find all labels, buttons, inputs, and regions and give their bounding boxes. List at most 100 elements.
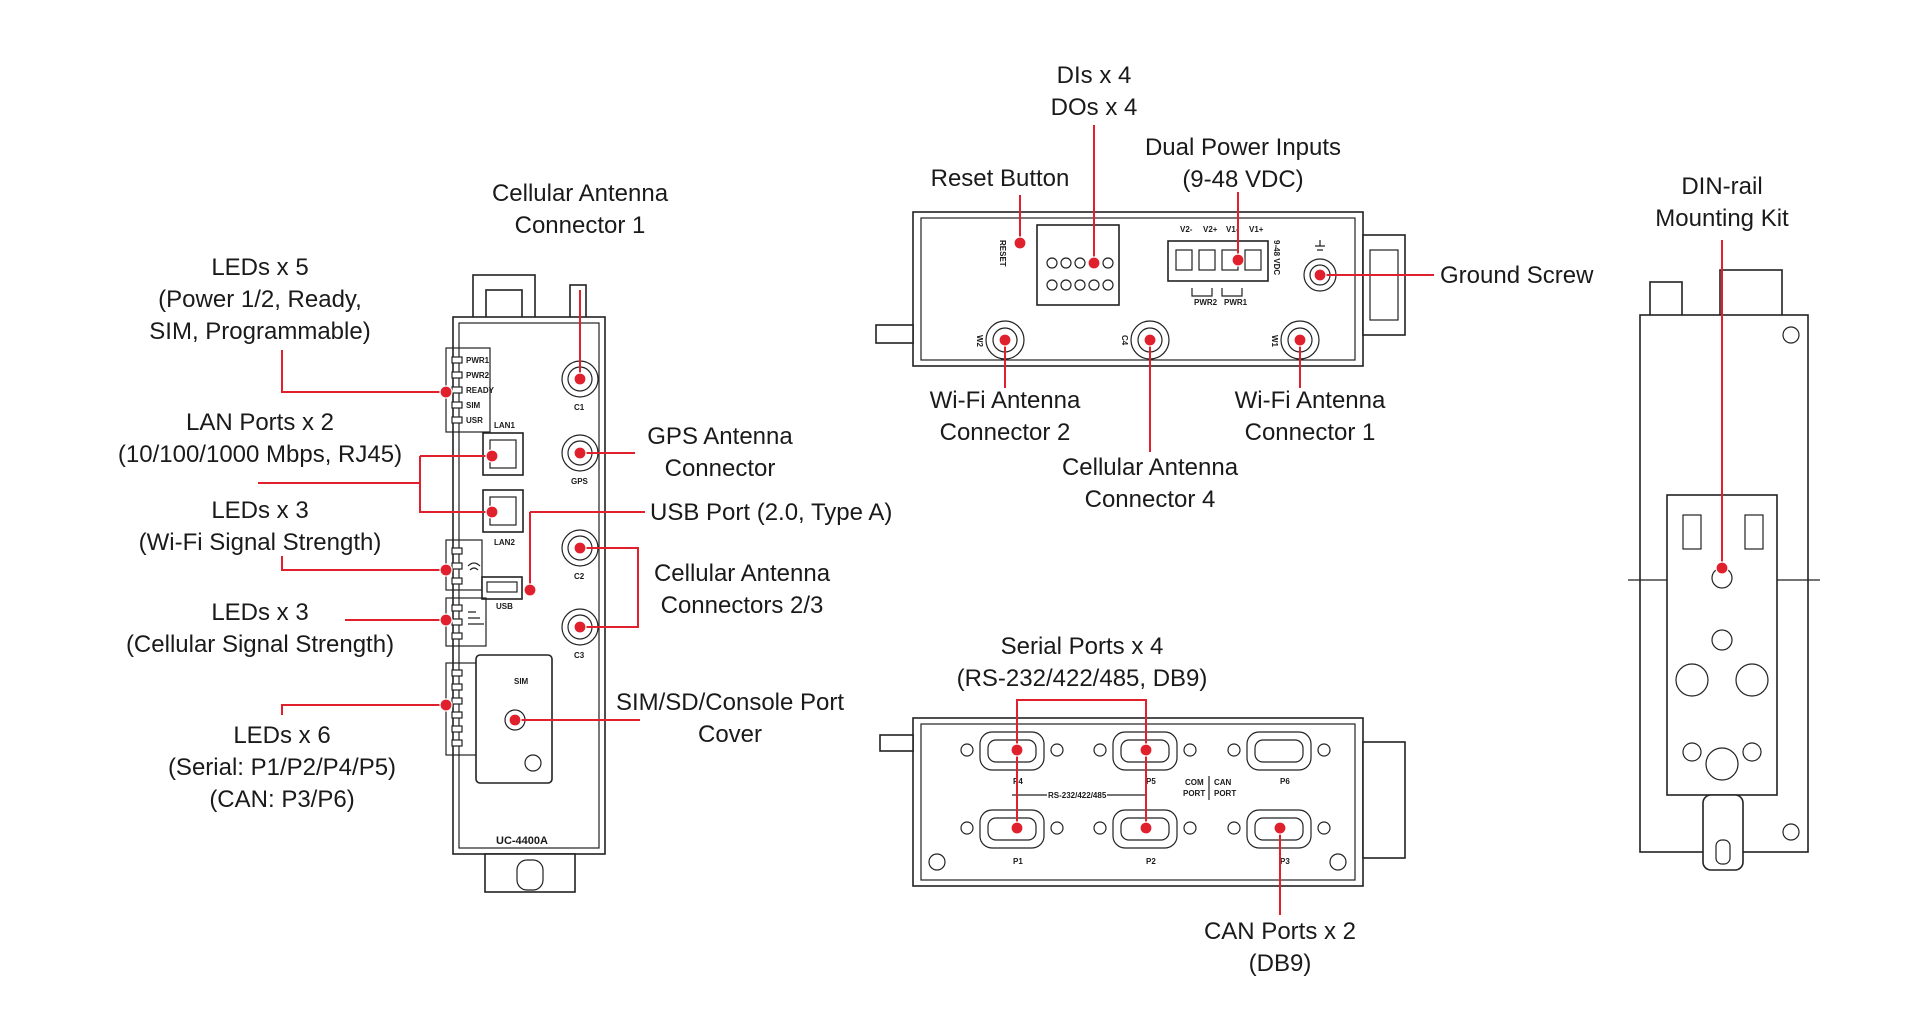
side-screw-top — [1782, 326, 1800, 344]
ground-icon — [1315, 240, 1325, 251]
callout-dual-power-line2: (9-48 VDC) — [1182, 166, 1303, 193]
din-round-right — [1735, 663, 1769, 697]
callout-wifi1-line2: Connector 1 — [1245, 419, 1376, 446]
w1-label: W1 — [1270, 335, 1279, 348]
sim-label: SIM — [514, 677, 529, 686]
callout-can-line1: CAN Ports x 2 — [1204, 918, 1356, 945]
din-latch — [1702, 794, 1744, 871]
callout-leds6-line2: (Serial: P1/P2/P4/P5) — [168, 754, 396, 781]
din-screw-lower — [1711, 629, 1733, 651]
led-serial-3 — [451, 697, 463, 705]
can-port-label: PORT — [1214, 789, 1236, 798]
p5-label: P5 — [1146, 777, 1156, 786]
status-led-list: PWR1 PWR2 READY SIM USR — [451, 356, 495, 425]
leader-leds-wifi — [281, 556, 446, 571]
led-pwr1 — [451, 356, 463, 364]
signal-icon — [468, 611, 484, 625]
vdc-label: 9-48 VDC — [1272, 240, 1281, 275]
callout-leds6-line3: (CAN: P3/P6) — [209, 786, 354, 813]
callout-gps-line2: Connector — [665, 455, 776, 482]
front-view: PWR1 PWR2 READY SIM USR LAN1 LAN2 USB — [445, 274, 606, 893]
callout-dual-power-line1: Dual Power Inputs — [1145, 134, 1341, 161]
callout-leds5-line3: SIM, Programmable) — [149, 318, 370, 345]
reset-label: RESET — [998, 240, 1007, 267]
callout-leds-cell-line2: (Cellular Signal Strength) — [126, 631, 394, 658]
front-top-bracket-inner — [485, 289, 523, 321]
callout-labels: Cellular Antenna Connector 1 LEDs x 5 (P… — [118, 62, 1789, 977]
front-bottom-slot — [516, 859, 544, 891]
led-ready — [451, 386, 463, 394]
top-din-clip-inner — [1369, 249, 1399, 321]
din-slot-left — [1682, 514, 1702, 550]
can-label: CAN — [1214, 778, 1232, 787]
leader-leds5 — [281, 350, 446, 393]
c4-label: C4 — [1120, 335, 1129, 346]
led-serial-5 — [451, 725, 463, 733]
led-usr — [451, 416, 463, 424]
side-top-bracket — [1719, 269, 1783, 319]
callout-cellular-c23-line2: Connectors 2/3 — [661, 592, 824, 619]
led-cell-3 — [451, 632, 463, 640]
led-cell-1 — [451, 604, 463, 612]
lan2-label: LAN2 — [494, 538, 515, 547]
gps-label: GPS — [571, 477, 589, 486]
callout-leds-wifi-line2: (Wi-Fi Signal Strength) — [139, 529, 382, 556]
usb-port — [481, 576, 523, 600]
lan1-label: LAN1 — [494, 421, 515, 430]
bottom-view: P4 P5 P6 RS-232/422/485 COM PORT CAN POR… — [879, 717, 1406, 887]
callout-dio-line1: DIs x 4 — [1057, 62, 1132, 89]
led-pwr1-label: PWR1 — [466, 356, 490, 365]
callout-can-line2: (DB9) — [1249, 950, 1312, 977]
callout-wifi1-line1: Wi-Fi Antenna — [1235, 387, 1386, 414]
v1m-label: V1- — [1226, 225, 1239, 234]
callout-cellular-c4-line1: Cellular Antenna — [1062, 454, 1239, 481]
v2m-label: V2- — [1180, 225, 1193, 234]
leader-serial — [1016, 699, 1147, 828]
callout-leds5-line1: LEDs x 5 — [211, 254, 308, 281]
callout-cellular-c1-line1: Cellular Antenna — [492, 180, 669, 207]
led-serial-6 — [451, 739, 463, 747]
led-wifi-2 — [451, 562, 463, 570]
callout-leds6-line1: LEDs x 6 — [233, 722, 330, 749]
p1-label: P1 — [1013, 857, 1023, 866]
din-round-bottom — [1705, 747, 1739, 781]
c3-label: C3 — [574, 651, 585, 660]
bottom-body-inner — [920, 723, 1356, 881]
led-wifi-3 — [451, 577, 463, 585]
side-view — [1628, 269, 1820, 871]
power-pins — [1175, 249, 1262, 271]
led-pwr2-label: PWR2 — [466, 371, 490, 380]
callout-cellular-c4-line2: Connector 4 — [1085, 486, 1216, 513]
callout-reset: Reset Button — [931, 165, 1070, 192]
led-cell-2 — [451, 618, 463, 626]
callout-serial-line2: (RS-232/422/485, DB9) — [957, 665, 1208, 692]
callout-sim-cover-line1: SIM/SD/Console Port — [616, 689, 844, 716]
leader-leds6 — [281, 704, 446, 715]
din-screw-br — [1742, 742, 1762, 762]
p6-label: P6 — [1280, 777, 1290, 786]
led-sim — [451, 401, 463, 409]
v2p-label: V2+ — [1203, 225, 1218, 234]
com-label: COM — [1185, 778, 1204, 787]
callout-leds5-line2: (Power 1/2, Ready, — [158, 286, 362, 313]
bottom-screw-right — [1329, 853, 1347, 871]
sim-cover-hole — [524, 754, 542, 772]
w2-label: W2 — [975, 335, 984, 348]
top-view: RESET V2- V2+ V1- V1+ 9-48 VDC PWR2 PWR1 — [875, 211, 1406, 367]
callout-serial-line1: Serial Ports x 4 — [1001, 633, 1164, 660]
din-round-left — [1675, 663, 1709, 697]
callout-lan-line2: (10/100/1000 Mbps, RJ45) — [118, 441, 402, 468]
p4-label: P4 — [1013, 777, 1023, 786]
pwr2-label: PWR2 — [1194, 298, 1218, 307]
callout-leds-cell-line1: LEDs x 3 — [211, 599, 308, 626]
din-latch-slot — [1715, 839, 1731, 865]
callout-din-line2: Mounting Kit — [1655, 205, 1789, 232]
wifi-icon — [467, 562, 481, 571]
c1-label: C1 — [574, 403, 585, 412]
top-body-inner — [920, 217, 1356, 361]
led-wifi-1 — [451, 547, 463, 555]
model-label: UC-4400A — [496, 835, 548, 847]
callout-din-line1: DIN-rail — [1681, 173, 1762, 200]
top-antenna-stub — [875, 324, 914, 344]
